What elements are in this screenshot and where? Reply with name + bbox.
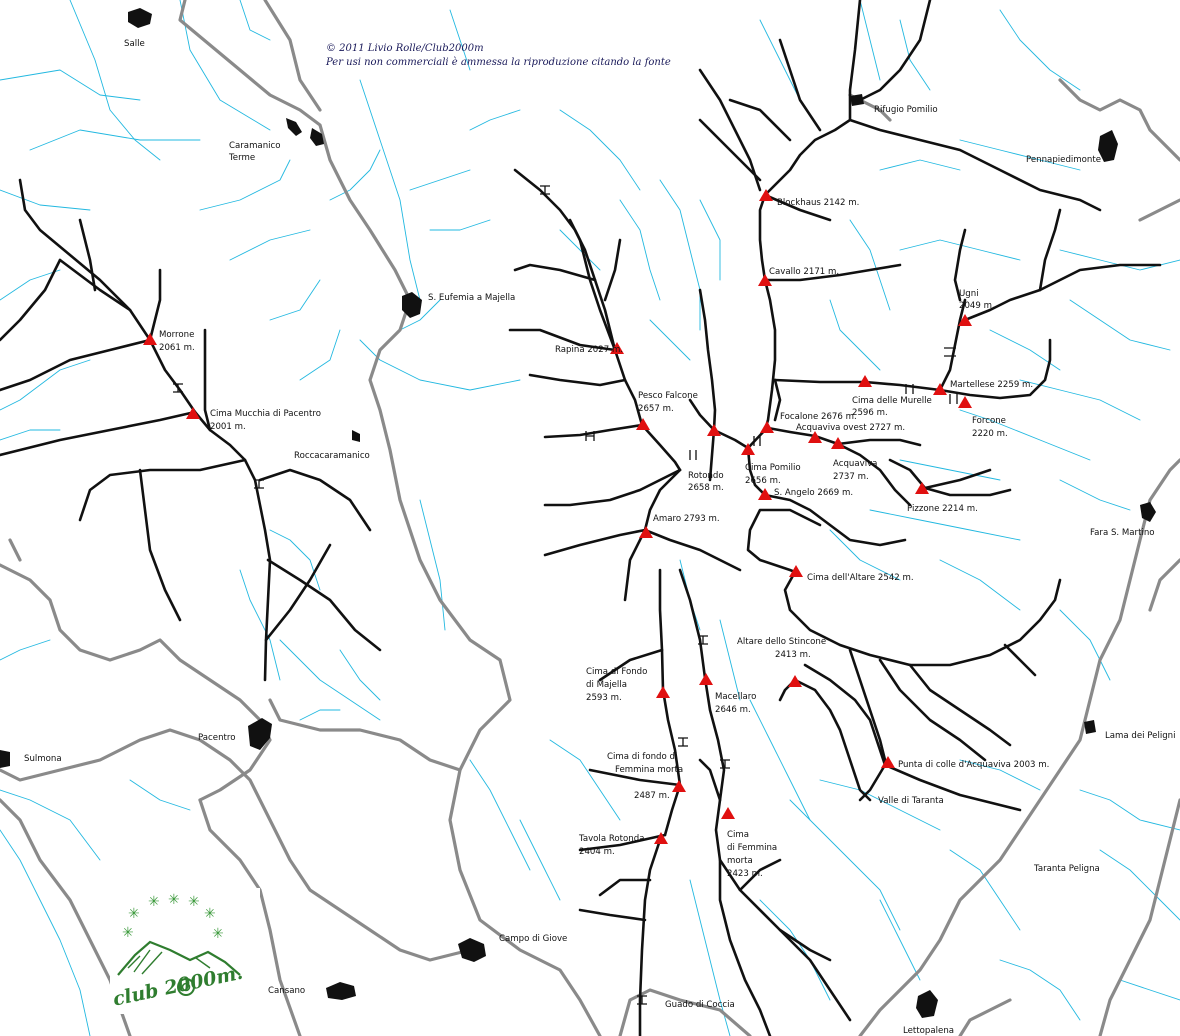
peak-pizzone: [915, 482, 929, 494]
peak-label-pizzone: Pizzone 2214 m.: [907, 504, 978, 514]
peak-label-focalone: Focalone 2676 m.: [780, 412, 857, 422]
town-label-lettopalena: Lettopalena: [903, 1026, 954, 1036]
town-label-salle: Salle: [124, 39, 145, 49]
logo-stars: ✳ ✳ ✳ ✳ ✳ ✳ ✳: [122, 892, 224, 942]
town-label-cansano: Cansano: [268, 986, 305, 996]
peak-tavola-rotonda: [654, 832, 668, 844]
town-label-lama-dei-peligni: Lama dei Peligni: [1105, 731, 1176, 741]
town-label-caramanico-1: Caramanico: [229, 141, 281, 151]
peak-acquaviva: [831, 437, 845, 449]
peak-fondo-majella: [656, 686, 670, 698]
peak-focalone: [760, 421, 774, 433]
peak-femmina-morta: [721, 807, 735, 819]
copyright-line-1: © 2011 Livio Rolle/Club2000m: [326, 43, 484, 54]
town-label-campo-di-giove: Campo di Giove: [499, 934, 567, 944]
logo-star-icon: ✳: [128, 906, 140, 922]
peak-cima-altare: [789, 565, 803, 577]
peak-cima-pomilio: [741, 443, 755, 455]
peak-martellese: [933, 383, 947, 395]
peak-acquaviva-ovest: [808, 431, 822, 443]
logo-star-icon: ✳: [212, 926, 224, 942]
town-label-fara-s-martino: Fara S. Martino: [1090, 528, 1155, 538]
peak-label-martellese: Martellese 2259 m.: [950, 380, 1033, 390]
peak-murelle: [858, 375, 872, 387]
peak-macellaro: [699, 673, 713, 685]
town-label-s-eufemia: S. Eufemia a Majella: [428, 293, 515, 303]
peak-label-blockhaus: Blockhaus 2142 m.: [777, 198, 859, 208]
logo-spiral-icon: [177, 978, 195, 996]
logo-star-icon: ✳: [122, 925, 134, 941]
logo-star-icon: ✳: [168, 892, 180, 908]
peak-label-colle-acquaviva: Punta di colle d'Acquaviva 2003 m.: [898, 760, 1049, 770]
logo-mountain-icon: [117, 940, 241, 976]
peak-label-s-angelo: S. Angelo 2669 m.: [774, 488, 853, 498]
peak-mucchia-pacentro: [186, 407, 200, 419]
peak-amaro: [639, 526, 653, 538]
peak-label-cavallo: Cavallo 2171 m.: [769, 267, 839, 277]
town-label-taranta-peligna: Taranta Peligna: [1033, 864, 1100, 874]
peak-altare-stincone: [788, 675, 802, 687]
peak-s-angelo: [758, 488, 772, 500]
town-label-pennapiedimonte: Pennapiedimonte: [1026, 155, 1101, 165]
town-label-roccacaramanico: Roccacaramanico: [294, 451, 370, 461]
pass-markers: [173, 185, 958, 1005]
town-label-valle-di-taranta: Valle di Taranta: [878, 796, 944, 806]
peak-ugni: [958, 314, 972, 326]
peak-blockhaus: [759, 189, 773, 201]
logo-star-icon: ✳: [188, 894, 200, 910]
peak-label-rapina: Rapina 2027 m.: [555, 345, 623, 355]
copyright-line-2: Per usi non commerciali è ammessa la rip…: [325, 57, 671, 68]
peak-label-cima-altare: Cima dell'Altare 2542 m.: [807, 573, 914, 583]
peak-forcone: [958, 396, 972, 408]
peak-markers: [143, 189, 972, 844]
peak-femmina-morta-fondo: [672, 780, 686, 792]
peak-label-amaro: Amaro 2793 m.: [653, 514, 720, 524]
town-label-pacentro: Pacentro: [198, 733, 236, 743]
peak-cavallo: [758, 274, 772, 286]
peak-colle-acquaviva: [881, 756, 895, 768]
peak-pesco-falcone: [636, 418, 650, 430]
town-label-rifugio-pomilio: Rifugio Pomilio: [874, 105, 938, 115]
logo-star-icon: ✳: [204, 906, 216, 922]
town-label-caramanico-2: Terme: [228, 153, 255, 163]
peak-rotondo: [707, 424, 721, 436]
peak-rapina: [610, 342, 624, 354]
town-label-guado-di-coccia: Guado di Coccia: [665, 1000, 735, 1010]
club2000m-logo: ✳ ✳ ✳ ✳ ✳ ✳ ✳ club 2000m.: [110, 888, 260, 1014]
town-blobs: [0, 8, 1156, 1018]
peak-label-acquaviva-ovest: Acquaviva ovest 2727 m.: [796, 423, 905, 433]
logo-star-icon: ✳: [148, 894, 160, 910]
town-label-sulmona: Sulmona: [24, 754, 62, 764]
peak-morrone: [143, 333, 157, 345]
